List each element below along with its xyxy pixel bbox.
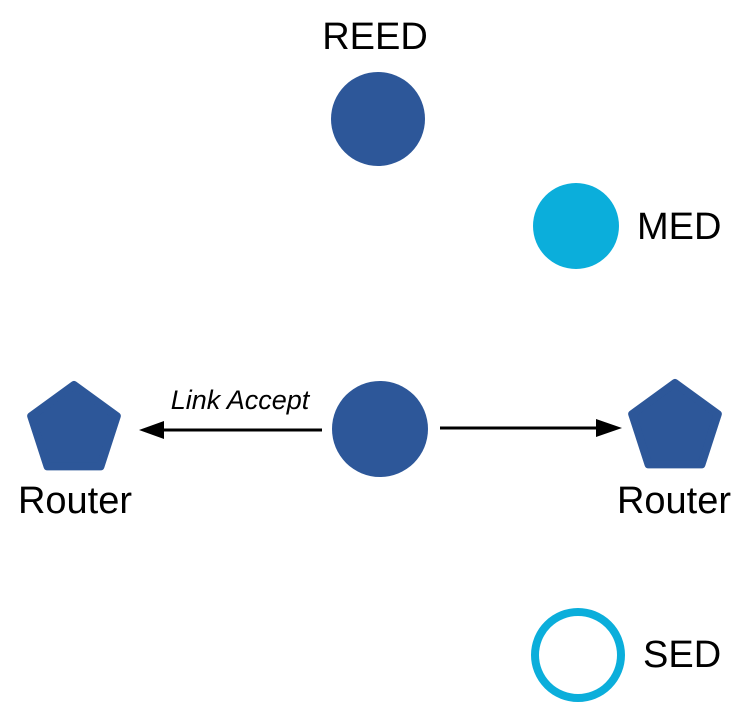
med-node-label: MED	[637, 206, 722, 248]
sed-node-label: SED	[643, 634, 722, 676]
router-left-pentagon-outline	[27, 381, 121, 471]
link-accept-edge-label: Link Accept	[170, 385, 310, 415]
router-left-label: Router	[17, 480, 133, 522]
router-right-label: Router	[616, 480, 732, 522]
edge-link-accept-arrowhead-left-icon	[139, 421, 164, 439]
med-node-circle	[533, 183, 619, 269]
center-node-circle	[332, 381, 428, 477]
sed-node-ring	[531, 608, 625, 702]
edge-right-arrowhead-icon	[596, 419, 622, 437]
router-right-pentagon-outline	[628, 379, 722, 469]
reed-node-label: REED	[322, 16, 428, 58]
reed-node-circle	[331, 72, 425, 166]
